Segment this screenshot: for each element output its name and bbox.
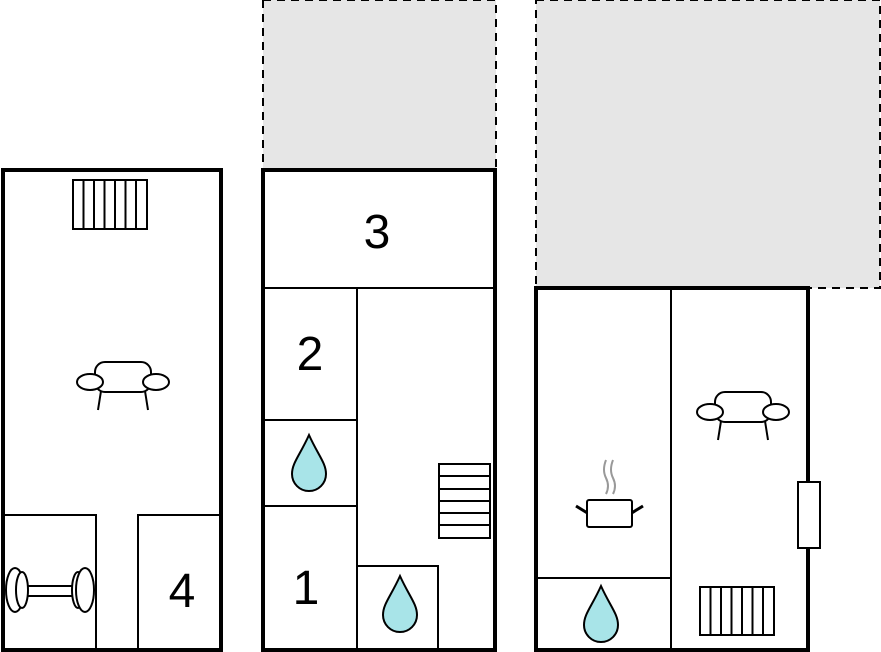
terrace-right xyxy=(535,0,881,289)
wall-left-bottom-a xyxy=(3,514,97,650)
window-icon xyxy=(797,481,821,549)
room-3-label: 3 xyxy=(364,206,391,259)
radiator-icon xyxy=(72,179,148,230)
water-drop-icon xyxy=(290,432,328,492)
terrace-middle xyxy=(262,0,497,171)
cooking-pot-icon xyxy=(575,459,644,528)
water-drop-icon xyxy=(381,573,419,633)
room-4-label: 4 xyxy=(169,565,196,618)
water-drop-icon xyxy=(582,583,620,643)
dumbbell-icon xyxy=(5,567,95,613)
building-right xyxy=(534,286,821,652)
stairs-icon xyxy=(438,463,491,539)
room-2-label: 2 xyxy=(297,328,324,381)
wall-middle-bath xyxy=(357,565,439,650)
radiator-icon xyxy=(699,586,775,636)
building-left: 4 xyxy=(1,168,223,652)
sofa-icon xyxy=(76,361,170,411)
building-middle-outline xyxy=(261,168,497,652)
building-left-outline xyxy=(1,168,223,652)
building-middle: 3 2 1 xyxy=(261,168,497,652)
room-1-label: 1 xyxy=(293,562,320,615)
wall-left-bottom-b xyxy=(137,514,221,650)
sofa-icon xyxy=(696,391,790,441)
